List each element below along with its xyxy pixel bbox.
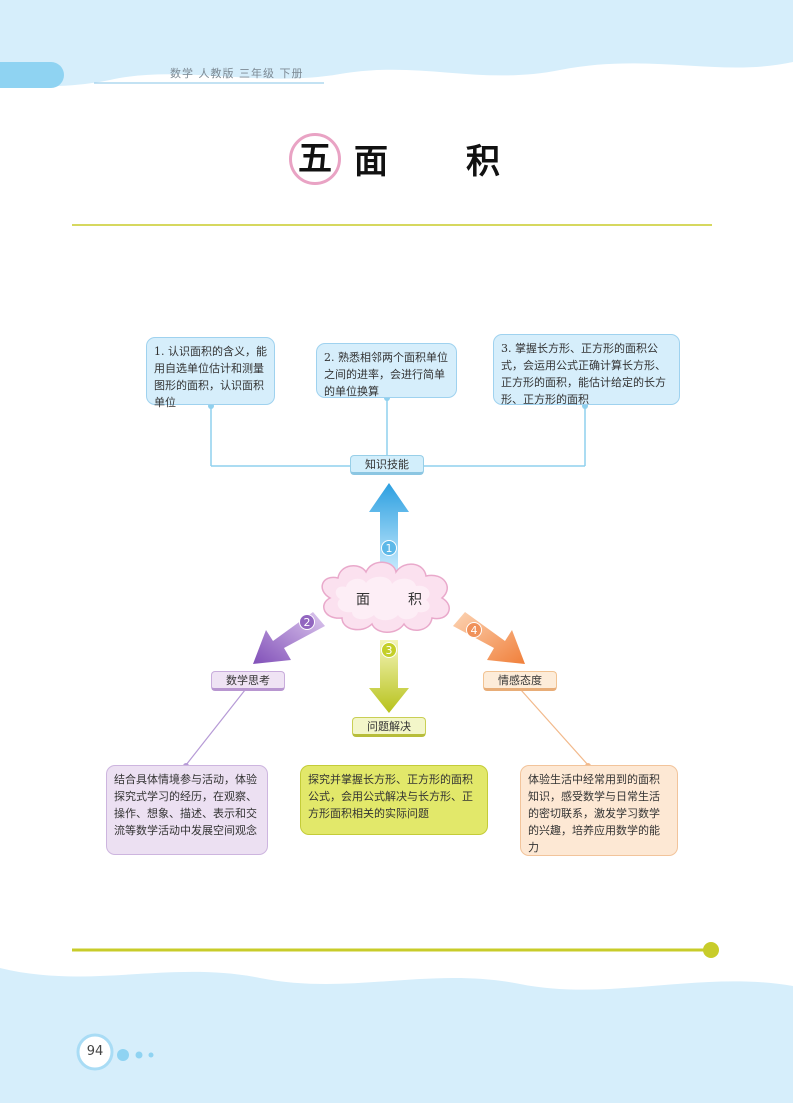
header-text: 数学 人教版 三年级 下册 [170, 67, 304, 80]
attitude-box: 体验生活中经常用到的面积知识，感受数学与日常生活的密切联系，激发学习数学的兴趣，… [520, 765, 678, 856]
arrow-down [369, 640, 409, 713]
page-number-bubble [76, 1033, 114, 1071]
problem-label: 问题解决 [352, 717, 426, 737]
marker-4: 4 [466, 622, 482, 638]
thinking-box: 结合具体情境参与活动，体验探究式学习的经历，在观察、操作、想象、描述、表示和交流… [106, 765, 268, 855]
thinking-label: 数学思考 [211, 671, 285, 691]
knowledge-label: 知识技能 [350, 455, 424, 475]
problem-box: 探究并掌握长方形、正方形的面积公式，会用公式解决与长方形、正方形面积相关的实际问… [300, 765, 488, 835]
page-number: 94 [86, 1044, 104, 1059]
chapter-number-badge [289, 133, 341, 185]
knowledge-item-2: 2. 熟悉相邻两个面积单位之间的进率，会进行简单的单位换算 [316, 343, 457, 398]
bottom-rule-dot [703, 942, 719, 958]
arrow-right-down [453, 612, 525, 664]
marker-3: 3 [381, 642, 397, 658]
chapter-number: 五 [298, 139, 332, 179]
chapter-title-part1: 面 [354, 142, 388, 182]
center-text-part1: 面 [356, 592, 370, 608]
marker-2: 2 [299, 614, 315, 630]
bottom-wave [0, 968, 793, 1103]
knowledge-item-3: 3. 掌握长方形、正方形的面积公式，会运用公式正确计算长方形、正方形的面积，能估… [493, 334, 680, 406]
knowledge-item-1: 1. 认识面积的含义，能用自选单位估计和测量图形的面积，认识面积单位 [146, 337, 275, 409]
knowledge-connectors [210, 398, 586, 467]
attitude-label: 情感态度 [483, 671, 557, 691]
arrow-up [369, 483, 409, 575]
center-text-part2: 积 [408, 592, 422, 608]
chapter-title-part2: 积 [466, 142, 500, 182]
top-wave [0, 0, 793, 88]
marker-1: 1 [381, 540, 397, 556]
